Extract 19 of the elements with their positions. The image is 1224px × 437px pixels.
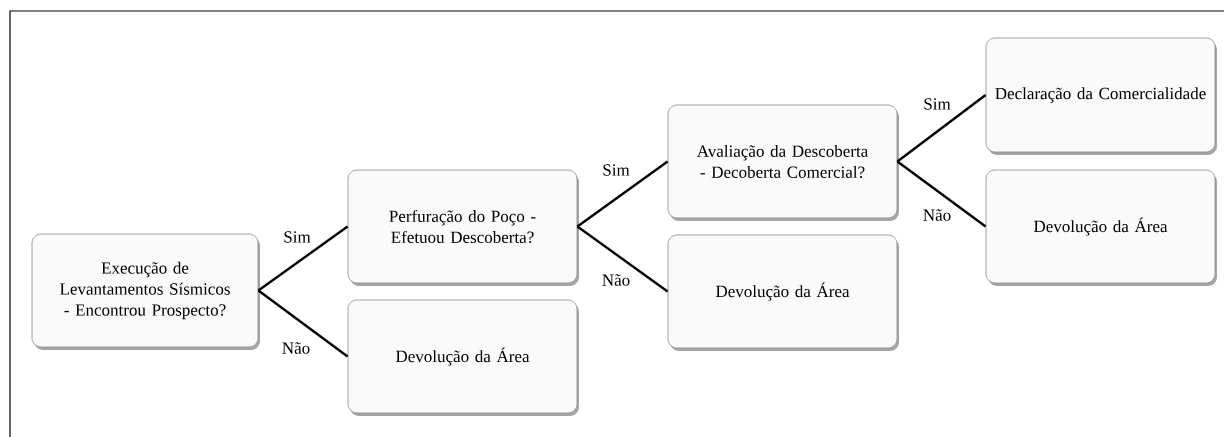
process-box: Devolução da Área xyxy=(667,234,899,351)
edge-label: Sim xyxy=(922,97,952,111)
process-box: Perfuração do Poço - Efetuou Descoberta? xyxy=(347,169,579,286)
connector-line xyxy=(896,160,987,228)
edge-label: Não xyxy=(280,341,312,355)
connector-line xyxy=(896,94,987,163)
connector-line xyxy=(257,225,349,292)
connector-line xyxy=(257,289,349,358)
edge-label: Sim xyxy=(601,163,631,177)
connector-line xyxy=(576,160,669,228)
connector-line xyxy=(576,225,669,293)
process-box: Execução de Levantamentos Sísmicos - Encontrou Prospecto? xyxy=(31,233,260,350)
edge-label: Não xyxy=(921,208,953,222)
process-box: Devolução da Área xyxy=(985,169,1217,286)
edge-label: Não xyxy=(600,273,632,287)
process-box: Avaliação da Descoberta - Decoberta Comercial? xyxy=(667,104,899,221)
process-box: Declaração da Comercialidade xyxy=(985,37,1217,155)
process-box: Devolução da Área xyxy=(347,299,579,416)
edge-label: Sim xyxy=(282,230,312,244)
